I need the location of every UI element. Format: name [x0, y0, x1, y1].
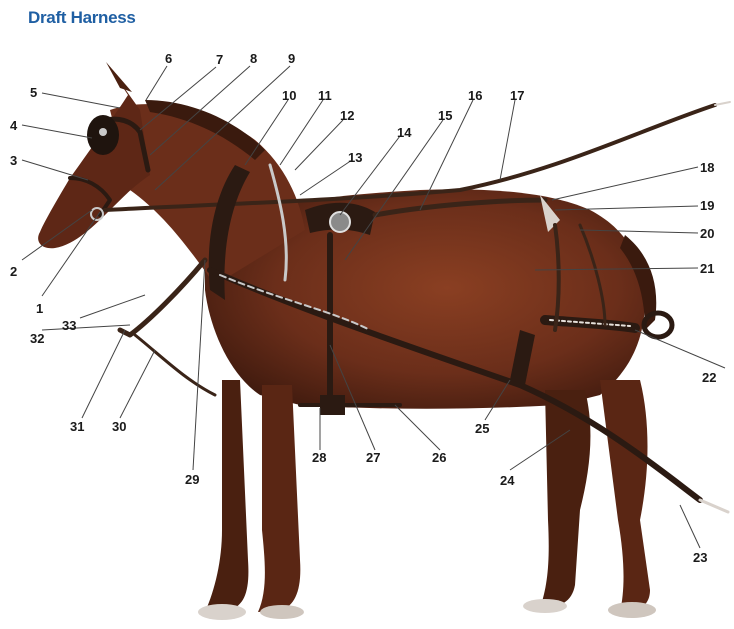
callout-5: 5 — [30, 85, 37, 100]
callout-2: 2 — [10, 264, 17, 279]
callout-4: 4 — [10, 118, 18, 133]
callout-3: 3 — [10, 153, 17, 168]
callout-23: 23 — [693, 550, 707, 565]
callout-26: 26 — [432, 450, 446, 465]
callout-7: 7 — [216, 52, 223, 67]
callout-16: 16 — [468, 88, 482, 103]
callout-13: 13 — [348, 150, 362, 165]
callout-8: 8 — [250, 51, 257, 66]
callout-20: 20 — [700, 226, 714, 241]
callout-17: 17 — [510, 88, 524, 103]
callout-22: 22 — [702, 370, 716, 385]
callout-29: 29 — [185, 472, 199, 487]
callout-27: 27 — [366, 450, 380, 465]
callout-12: 12 — [340, 108, 354, 123]
callout-18: 18 — [700, 160, 714, 175]
callout-6: 6 — [165, 51, 172, 66]
callout-19: 19 — [700, 198, 714, 213]
callout-14: 14 — [397, 125, 412, 140]
horse — [38, 62, 656, 620]
callout-15: 15 — [438, 108, 452, 123]
callout-24: 24 — [500, 473, 515, 488]
callout-28: 28 — [312, 450, 326, 465]
callout-33: 33 — [62, 318, 76, 333]
callout-21: 21 — [700, 261, 714, 276]
callout-30: 30 — [112, 419, 126, 434]
callout-31: 31 — [70, 419, 84, 434]
callout-11: 11 — [318, 88, 332, 103]
callout-1: 1 — [36, 301, 43, 316]
callout-10: 10 — [282, 88, 296, 103]
callout-32: 32 — [30, 331, 44, 346]
callout-25: 25 — [475, 421, 489, 436]
callout-9: 9 — [288, 51, 295, 66]
